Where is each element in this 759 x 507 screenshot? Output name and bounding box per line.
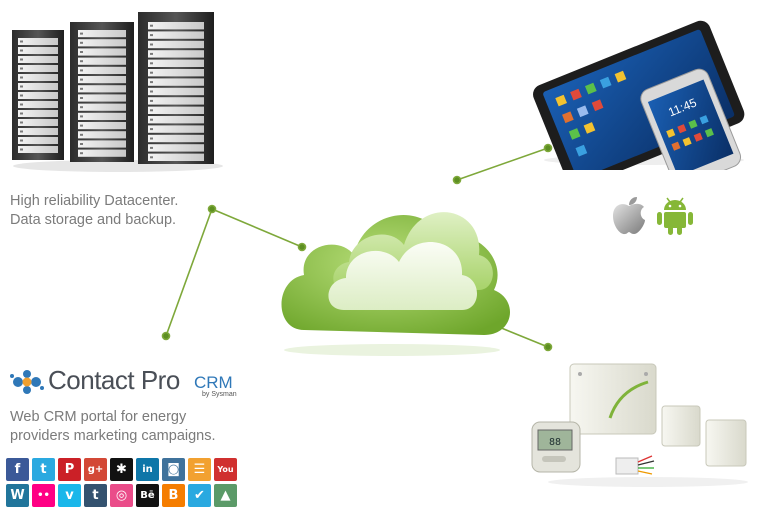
- datacenter-line-1: High reliability Datacenter.: [10, 193, 179, 209]
- linkedin-icon[interactable]: in: [136, 458, 159, 481]
- tumblr-icon[interactable]: t: [84, 484, 107, 507]
- behance-icon[interactable]: Bē: [136, 484, 159, 507]
- tablet-phone-image: 11:45: [533, 20, 745, 170]
- contactpro-logo-icon: [10, 370, 44, 394]
- twitter-icon[interactable]: t: [32, 458, 55, 481]
- flickr-icon[interactable]: ••: [32, 484, 55, 507]
- google-plus-icon[interactable]: g+: [84, 458, 107, 481]
- contactpro-by: by Sysman: [202, 391, 237, 398]
- facebook-icon[interactable]: f: [6, 458, 29, 481]
- youtube-icon[interactable]: You: [214, 458, 237, 481]
- myspace-icon[interactable]: ✱: [110, 458, 133, 481]
- delicious-icon[interactable]: ✔: [188, 484, 211, 507]
- cloud-icon: [281, 212, 511, 356]
- blogger-icon[interactable]: B: [162, 484, 185, 507]
- datacenter-line-2: Data storage and backup.: [10, 212, 177, 228]
- energy-devices-image: 88: [531, 363, 748, 487]
- datacenter-caption: High reliability Datacenter. Data storag…: [10, 192, 178, 230]
- rss-icon[interactable]: ☰: [188, 458, 211, 481]
- contactpro-crm: CRM: [194, 373, 233, 392]
- contactpro-desc-line-2: providers marketing campaigns.: [10, 428, 216, 444]
- vimeo-icon[interactable]: v: [58, 484, 81, 507]
- contactpro-caption: Web CRM portal for energy providers mark…: [10, 408, 216, 446]
- contactpro-logo: Contact Pro CRM by Sysman: [8, 364, 238, 400]
- contactpro-desc-line-1: Web CRM portal for energy: [10, 409, 187, 425]
- dribbble-icon[interactable]: ◎: [110, 484, 133, 507]
- contactpro-brand: Contact Pro: [48, 365, 180, 395]
- svg-text:88: 88: [549, 437, 561, 448]
- datacenter-servers-image: [12, 12, 223, 172]
- apple-icon: [613, 197, 645, 235]
- pinterest-icon[interactable]: P: [58, 458, 81, 481]
- wordpress-icon[interactable]: W: [6, 484, 29, 507]
- instagram-icon[interactable]: ◙: [162, 458, 185, 481]
- android-icon: [657, 197, 693, 235]
- forrst-icon[interactable]: ▲: [214, 484, 237, 507]
